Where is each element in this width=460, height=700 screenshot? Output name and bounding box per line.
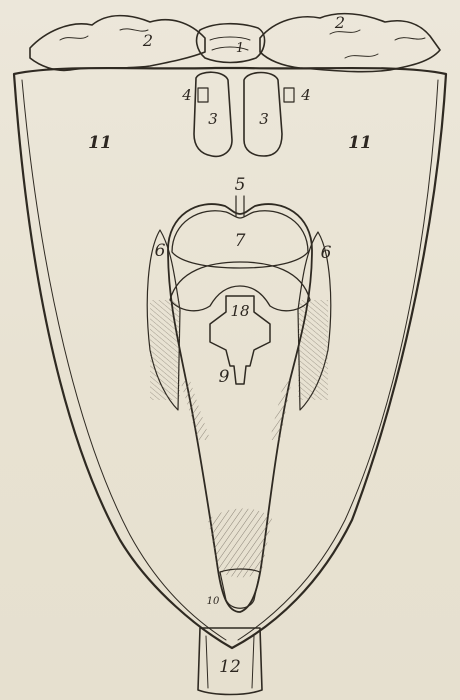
label-2-right: 2 xyxy=(334,13,345,32)
label-6-left: 6 xyxy=(155,241,166,261)
label-11-right: 11 xyxy=(348,133,372,153)
label-9: 9 xyxy=(219,367,230,387)
label-3-right: 3 xyxy=(259,110,269,128)
label-7: 7 xyxy=(235,231,246,251)
label-1-top: 1 xyxy=(236,41,244,56)
label-12: 12 xyxy=(219,657,241,677)
label-2-left: 2 xyxy=(142,31,153,50)
central-body xyxy=(147,196,331,612)
label-4-left: 4 xyxy=(181,86,192,104)
label-3-left: 3 xyxy=(208,110,218,128)
label-11-left: 11 xyxy=(88,133,112,153)
label-6-right: 6 xyxy=(321,243,332,263)
label-18: 18 xyxy=(230,302,249,320)
label-10: 10 xyxy=(207,596,220,607)
label-5: 5 xyxy=(235,175,246,195)
label-4-right: 4 xyxy=(300,86,311,104)
